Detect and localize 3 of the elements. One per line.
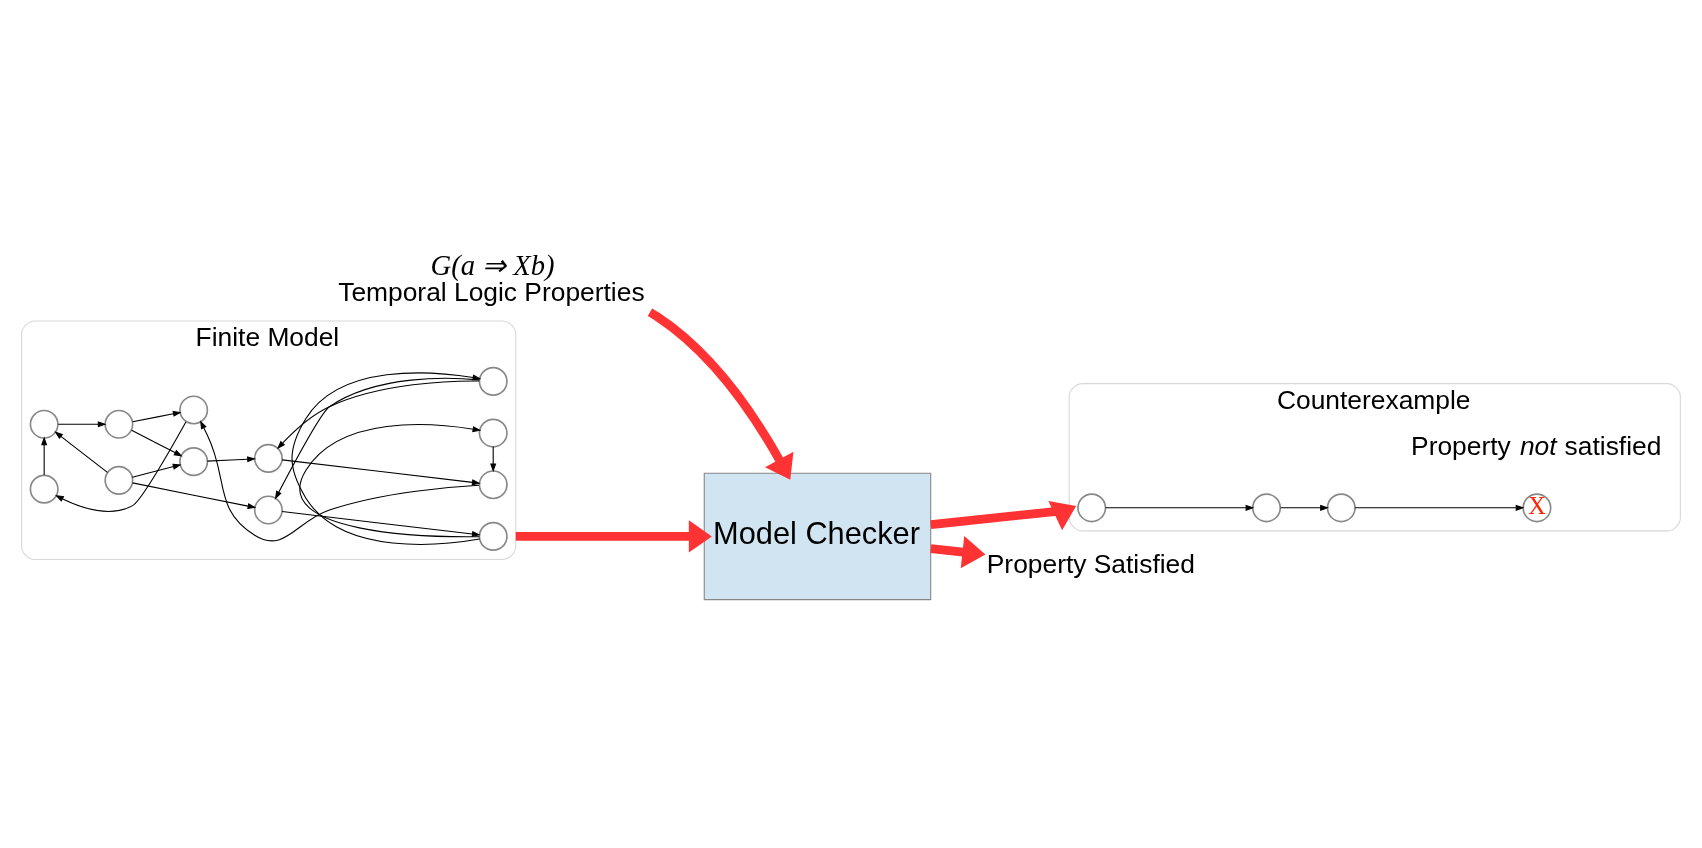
node-text: Property Satisfied xyxy=(986,548,1195,579)
label: Property not satisfied xyxy=(1411,431,1662,462)
node-text: G(a ⇒ Xb) Temporal Logic Properties xyxy=(338,249,645,308)
